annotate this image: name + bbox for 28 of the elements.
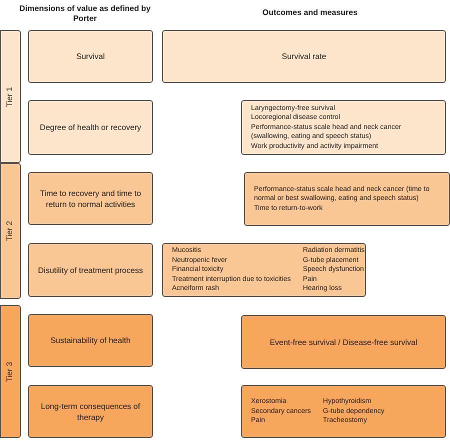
dimension-box	[28, 243, 153, 297]
measure-text: Survival rate	[282, 51, 326, 62]
dimension-box	[28, 30, 153, 83]
tier-band	[0, 30, 21, 163]
tier-label: Tier 1	[4, 86, 16, 107]
dimension-box	[28, 385, 153, 438]
outcome-box	[241, 100, 446, 155]
dimension-box	[28, 172, 153, 225]
column-heading: Outcomes and measures	[261, 8, 359, 18]
outcome-box	[241, 385, 446, 438]
dimension-box	[28, 314, 153, 367]
dimension-box	[28, 100, 153, 155]
tier-label: Tier 2	[4, 220, 16, 242]
dimension-text: Time to recovery and time to return to normal activities	[38, 188, 142, 210]
dimension-text: Survival	[76, 51, 105, 62]
outcome-box	[162, 243, 366, 297]
tier-label: Tier 3	[4, 361, 16, 382]
dimension-text: Long-term consequences of therapy	[40, 400, 142, 422]
measure-text: Event-free survival / Disease-free survival	[270, 336, 418, 348]
dimension-text: Sustainability of health	[50, 335, 131, 346]
tier-band	[0, 163, 21, 299]
column-heading: Dimensions of value as defined by Porter	[18, 4, 152, 24]
dimension-text: Disutility of treatment process	[38, 264, 143, 276]
outcome-box	[241, 315, 446, 369]
outcome-box	[244, 172, 450, 226]
tier-band	[0, 305, 21, 438]
dimension-text: Degree of health or recovery	[40, 122, 142, 133]
outcome-box	[162, 30, 446, 83]
